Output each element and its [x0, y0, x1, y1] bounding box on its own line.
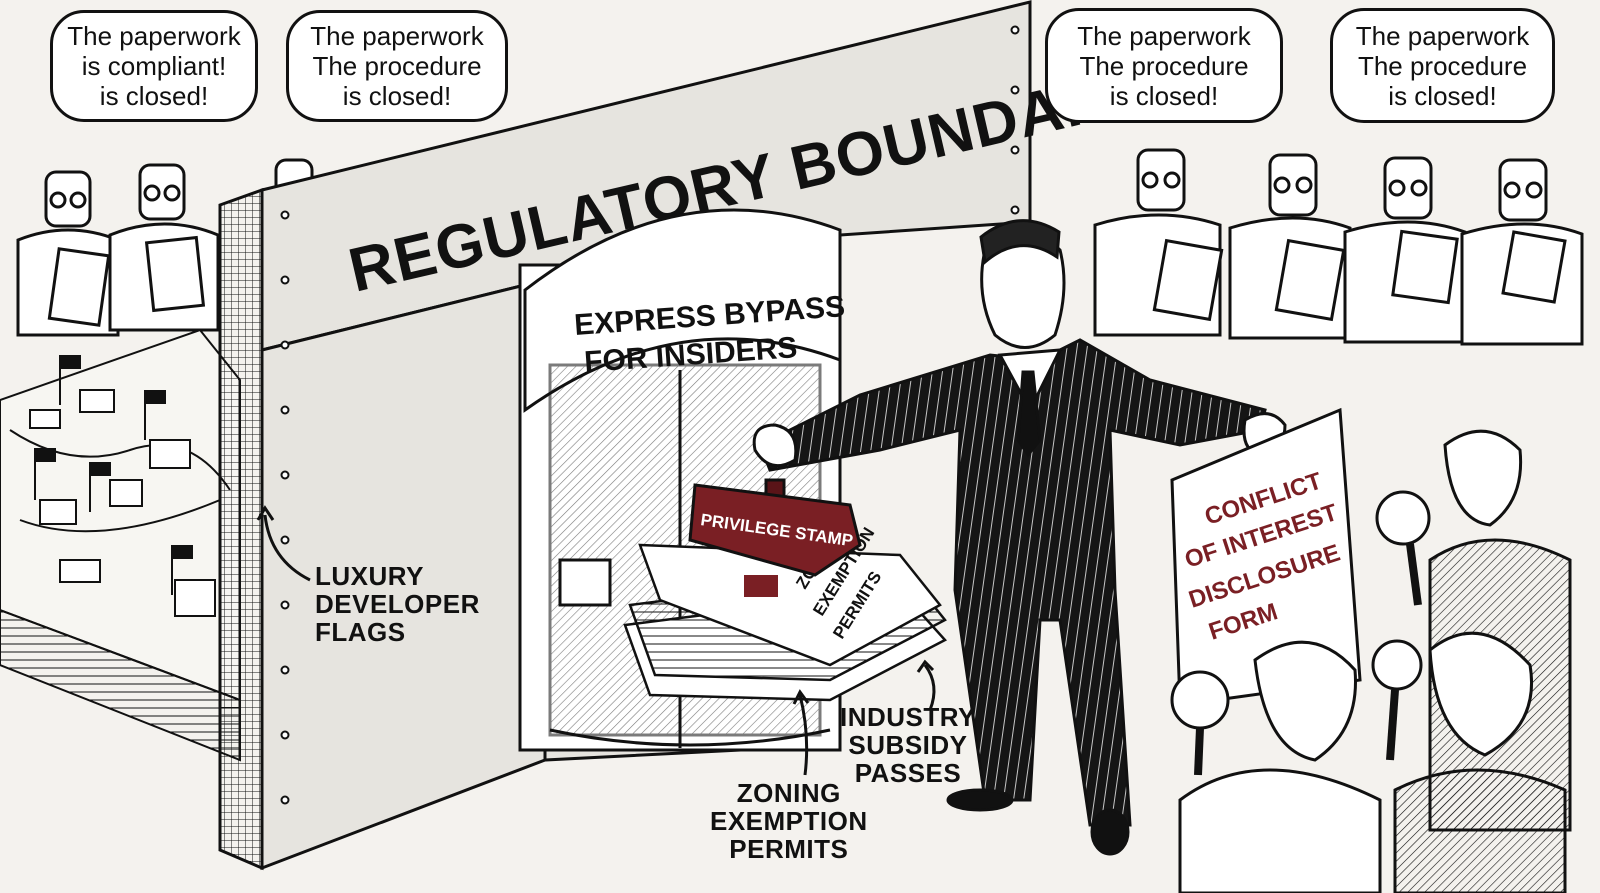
- magnifying-glass-icon: [1375, 490, 1431, 606]
- speech-bubble: The paperwork The procedure is closed!: [286, 10, 508, 122]
- disclosure-form-sign: [1170, 407, 1362, 707]
- label-line: PERMITS: [729, 834, 849, 864]
- speech-bubble-line: is closed!: [1109, 80, 1219, 111]
- robot-clerk: [1093, 148, 1224, 337]
- flag-icon: [89, 462, 111, 512]
- zoning-exemption-permits-label: ZONING EXEMPTION PERMITS: [710, 779, 868, 863]
- flag-icon: [34, 448, 56, 500]
- label-line: LUXURY: [315, 561, 424, 591]
- right-robot-clerks: [1093, 148, 1584, 346]
- speech-bubble-line: The paperwork: [310, 21, 484, 51]
- onlooker: [1393, 631, 1567, 893]
- callout-arrows: [256, 505, 936, 776]
- speech-bubble: The paperwork is compliant! is closed!: [50, 10, 258, 122]
- speech-bubble: The paperwork The procedure is closed!: [1045, 8, 1283, 123]
- label-line: INDUSTRY: [840, 702, 976, 732]
- robot-clerk: [108, 163, 220, 332]
- label-line: DEVELOPER: [315, 589, 480, 619]
- businessman: [752, 219, 1287, 856]
- speech-bubble-line: is compliant!: [81, 51, 227, 81]
- robot-clerk: [16, 170, 120, 337]
- speech-bubble-line: is closed!: [99, 81, 209, 111]
- speech-bubble-line: The paperwork: [1355, 20, 1530, 51]
- speech-bubble-line: is closed!: [342, 81, 452, 111]
- speech-bubble: The paperwork The procedure is closed!: [1330, 8, 1555, 123]
- speech-bubble-line: The paperwork: [67, 21, 241, 51]
- luxury-developer-flags-label: LUXURY DEVELOPER FLAGS: [315, 562, 480, 646]
- label-line: SUBSIDY: [848, 730, 968, 760]
- speech-bubble-line: The procedure: [1079, 50, 1249, 81]
- speech-bubble-line: The procedure: [312, 51, 482, 81]
- label-line: FLAGS: [315, 617, 406, 647]
- onlookers: [1170, 429, 1572, 893]
- robot-clerk: [1460, 158, 1584, 346]
- label-line: PASSES: [854, 758, 962, 788]
- flag-icon: [144, 390, 166, 440]
- left-robot-clerks: [16, 158, 314, 337]
- speech-bubble-line: The procedure: [1357, 50, 1528, 81]
- speech-bubble-line: The paperwork: [1077, 20, 1251, 51]
- flag-icon: [171, 545, 193, 595]
- robot-clerk: [1343, 156, 1467, 344]
- label-line: ZONING: [736, 778, 841, 808]
- magnifying-glass-icon: [1170, 670, 1230, 776]
- onlooker: [1178, 640, 1382, 893]
- paper-stack: [623, 543, 948, 702]
- development-map: [0, 328, 241, 762]
- magnifying-glass-icon: [1371, 639, 1423, 761]
- flag-icon: [59, 355, 81, 405]
- robot-clerk: [1228, 153, 1352, 340]
- speech-bubble-line: is closed!: [1388, 80, 1497, 111]
- label-line: EXEMPTION: [710, 806, 868, 836]
- industry-subsidy-passes-label: INDUSTRY SUBSIDY PASSES: [840, 703, 976, 787]
